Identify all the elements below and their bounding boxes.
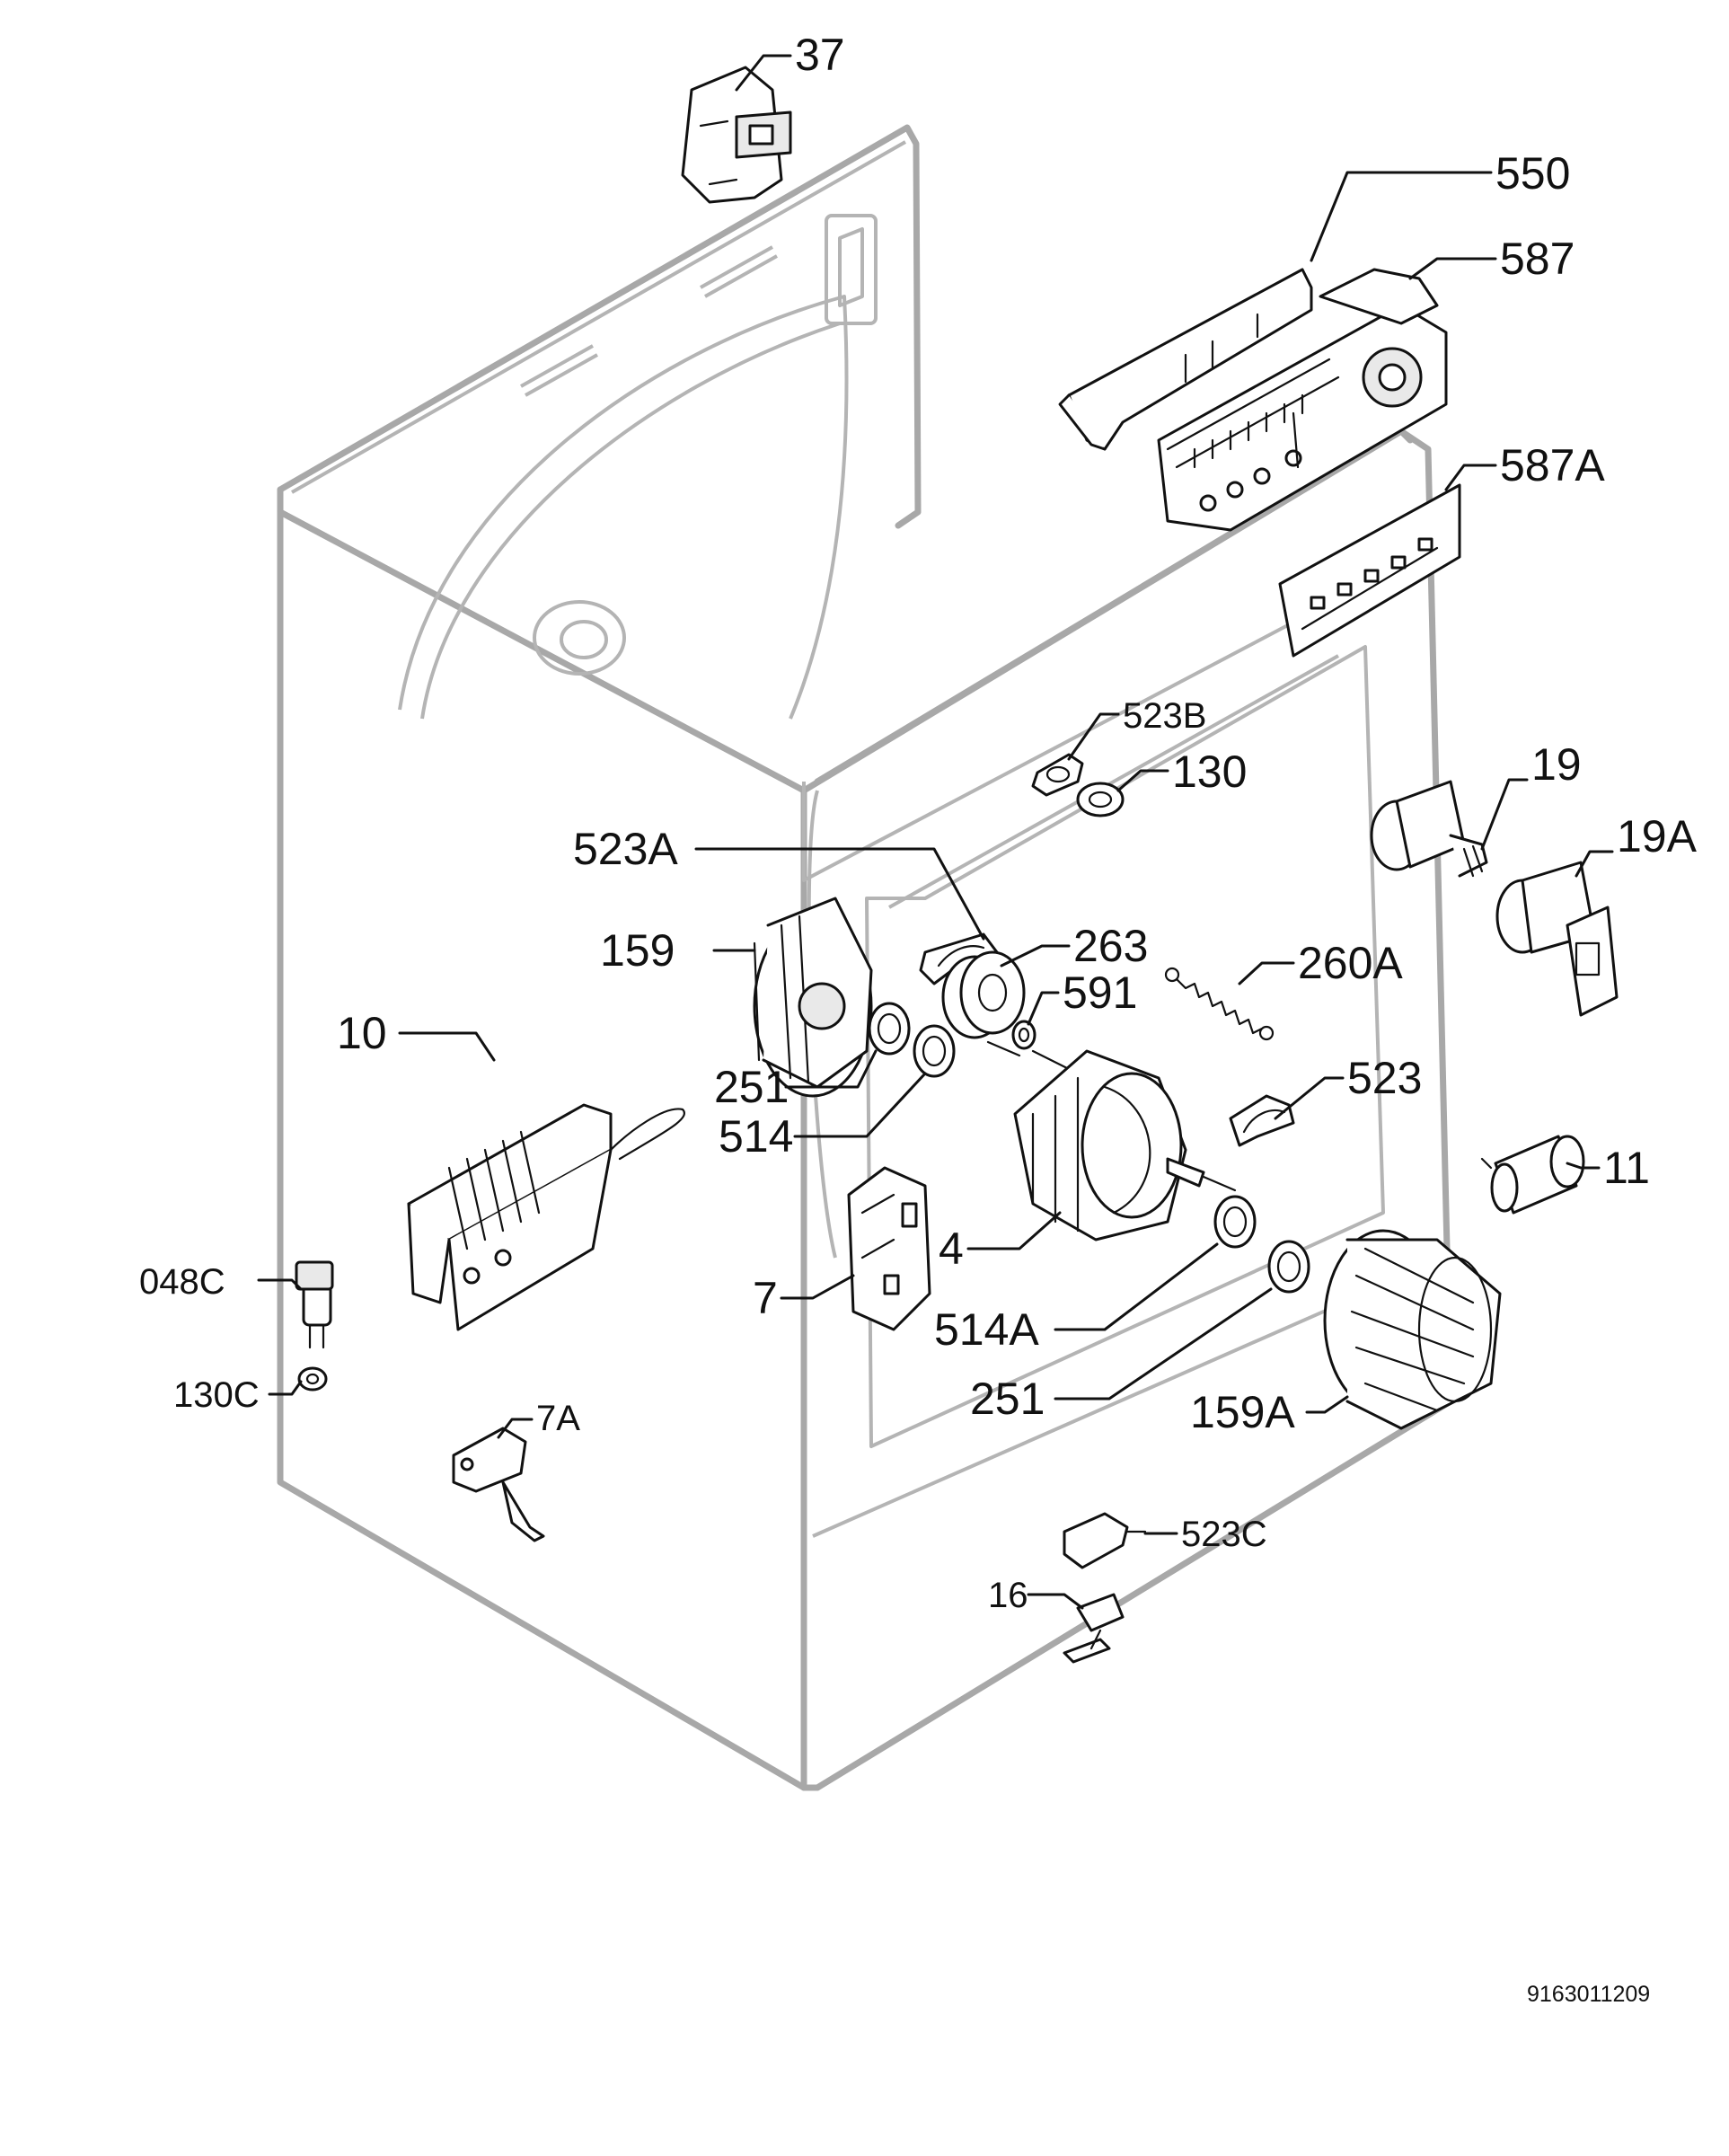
part-130-gasket: [1076, 782, 1125, 817]
part-263-pulley: [941, 950, 1026, 1039]
part-10-heater: [407, 1103, 685, 1331]
callout-523A: 523A: [573, 824, 678, 874]
callout-11: 11: [1603, 1143, 1650, 1193]
callout-523: 523: [1347, 1053, 1422, 1103]
callout-251-lower: 251: [970, 1374, 1045, 1424]
callout-523C: 523C: [1181, 1515, 1267, 1554]
callout-19A: 19A: [1617, 811, 1698, 862]
callout-7: 7: [753, 1273, 778, 1323]
callout-130C: 130C: [173, 1375, 260, 1415]
callout-130: 130: [1172, 747, 1247, 797]
part-251-bearing-upper: [868, 1002, 911, 1056]
part-37-plug: [681, 66, 792, 204]
callout-16: 16: [988, 1576, 1028, 1615]
part-130C-grommet: [297, 1366, 328, 1392]
part-514-bearing-upper: [913, 1024, 956, 1078]
callout-263: 263: [1073, 921, 1148, 971]
part-591-washer: [1011, 1020, 1037, 1050]
callout-260A: 260A: [1298, 938, 1403, 988]
callout-591: 591: [1063, 968, 1137, 1018]
part-19-knob: [1370, 780, 1488, 878]
callout-587A: 587A: [1500, 440, 1605, 490]
callout-7A: 7A: [536, 1399, 580, 1438]
part-4-motor: [986, 1040, 1237, 1241]
part-16-switch: [1063, 1593, 1125, 1664]
part-7-door-lock: [847, 1166, 931, 1331]
callout-523B: 523B: [1123, 696, 1206, 736]
callout-251-upper: 251: [714, 1062, 789, 1112]
part-048C-sensor: [295, 1260, 334, 1349]
part-19A-holder: [1495, 861, 1619, 1017]
callout-550: 550: [1495, 148, 1570, 199]
callout-159A: 159A: [1190, 1387, 1295, 1437]
document-number: 9163011209: [1527, 1982, 1650, 2007]
part-11-capacitor: [1480, 1135, 1585, 1215]
callout-048C: 048C: [139, 1262, 225, 1302]
callout-514A: 514A: [934, 1304, 1039, 1355]
leader-lines: [257, 54, 1614, 1610]
part-523-clip: [1229, 1094, 1295, 1147]
callout-159: 159: [600, 925, 675, 976]
callout-37: 37: [795, 30, 845, 80]
part-587-control-housing: [1157, 268, 1448, 532]
callout-19: 19: [1531, 739, 1582, 790]
part-7A-microswitch: [452, 1427, 545, 1542]
callout-10: 10: [337, 1008, 387, 1058]
part-260A-spring: [1164, 967, 1275, 1041]
callout-514: 514: [719, 1111, 793, 1162]
part-159-drive-wheel: [753, 897, 873, 1098]
part-159A-fan-wheel: [1323, 1229, 1502, 1430]
callout-587: 587: [1500, 234, 1575, 284]
part-514A-bearing-lower: [1213, 1195, 1257, 1249]
cabinet-housing: [277, 124, 1454, 1791]
part-550-bracket: [1058, 268, 1313, 451]
callout-labels: 37 550 587 587A 523B 130 19 19A 523A 159…: [139, 30, 1698, 2007]
part-251-bearing-lower: [1267, 1240, 1310, 1294]
part-587A-pcb: [1278, 483, 1461, 658]
part-523B-clip: [1031, 753, 1084, 797]
part-523C-bracket: [1063, 1512, 1147, 1569]
callout-4: 4: [939, 1224, 964, 1274]
